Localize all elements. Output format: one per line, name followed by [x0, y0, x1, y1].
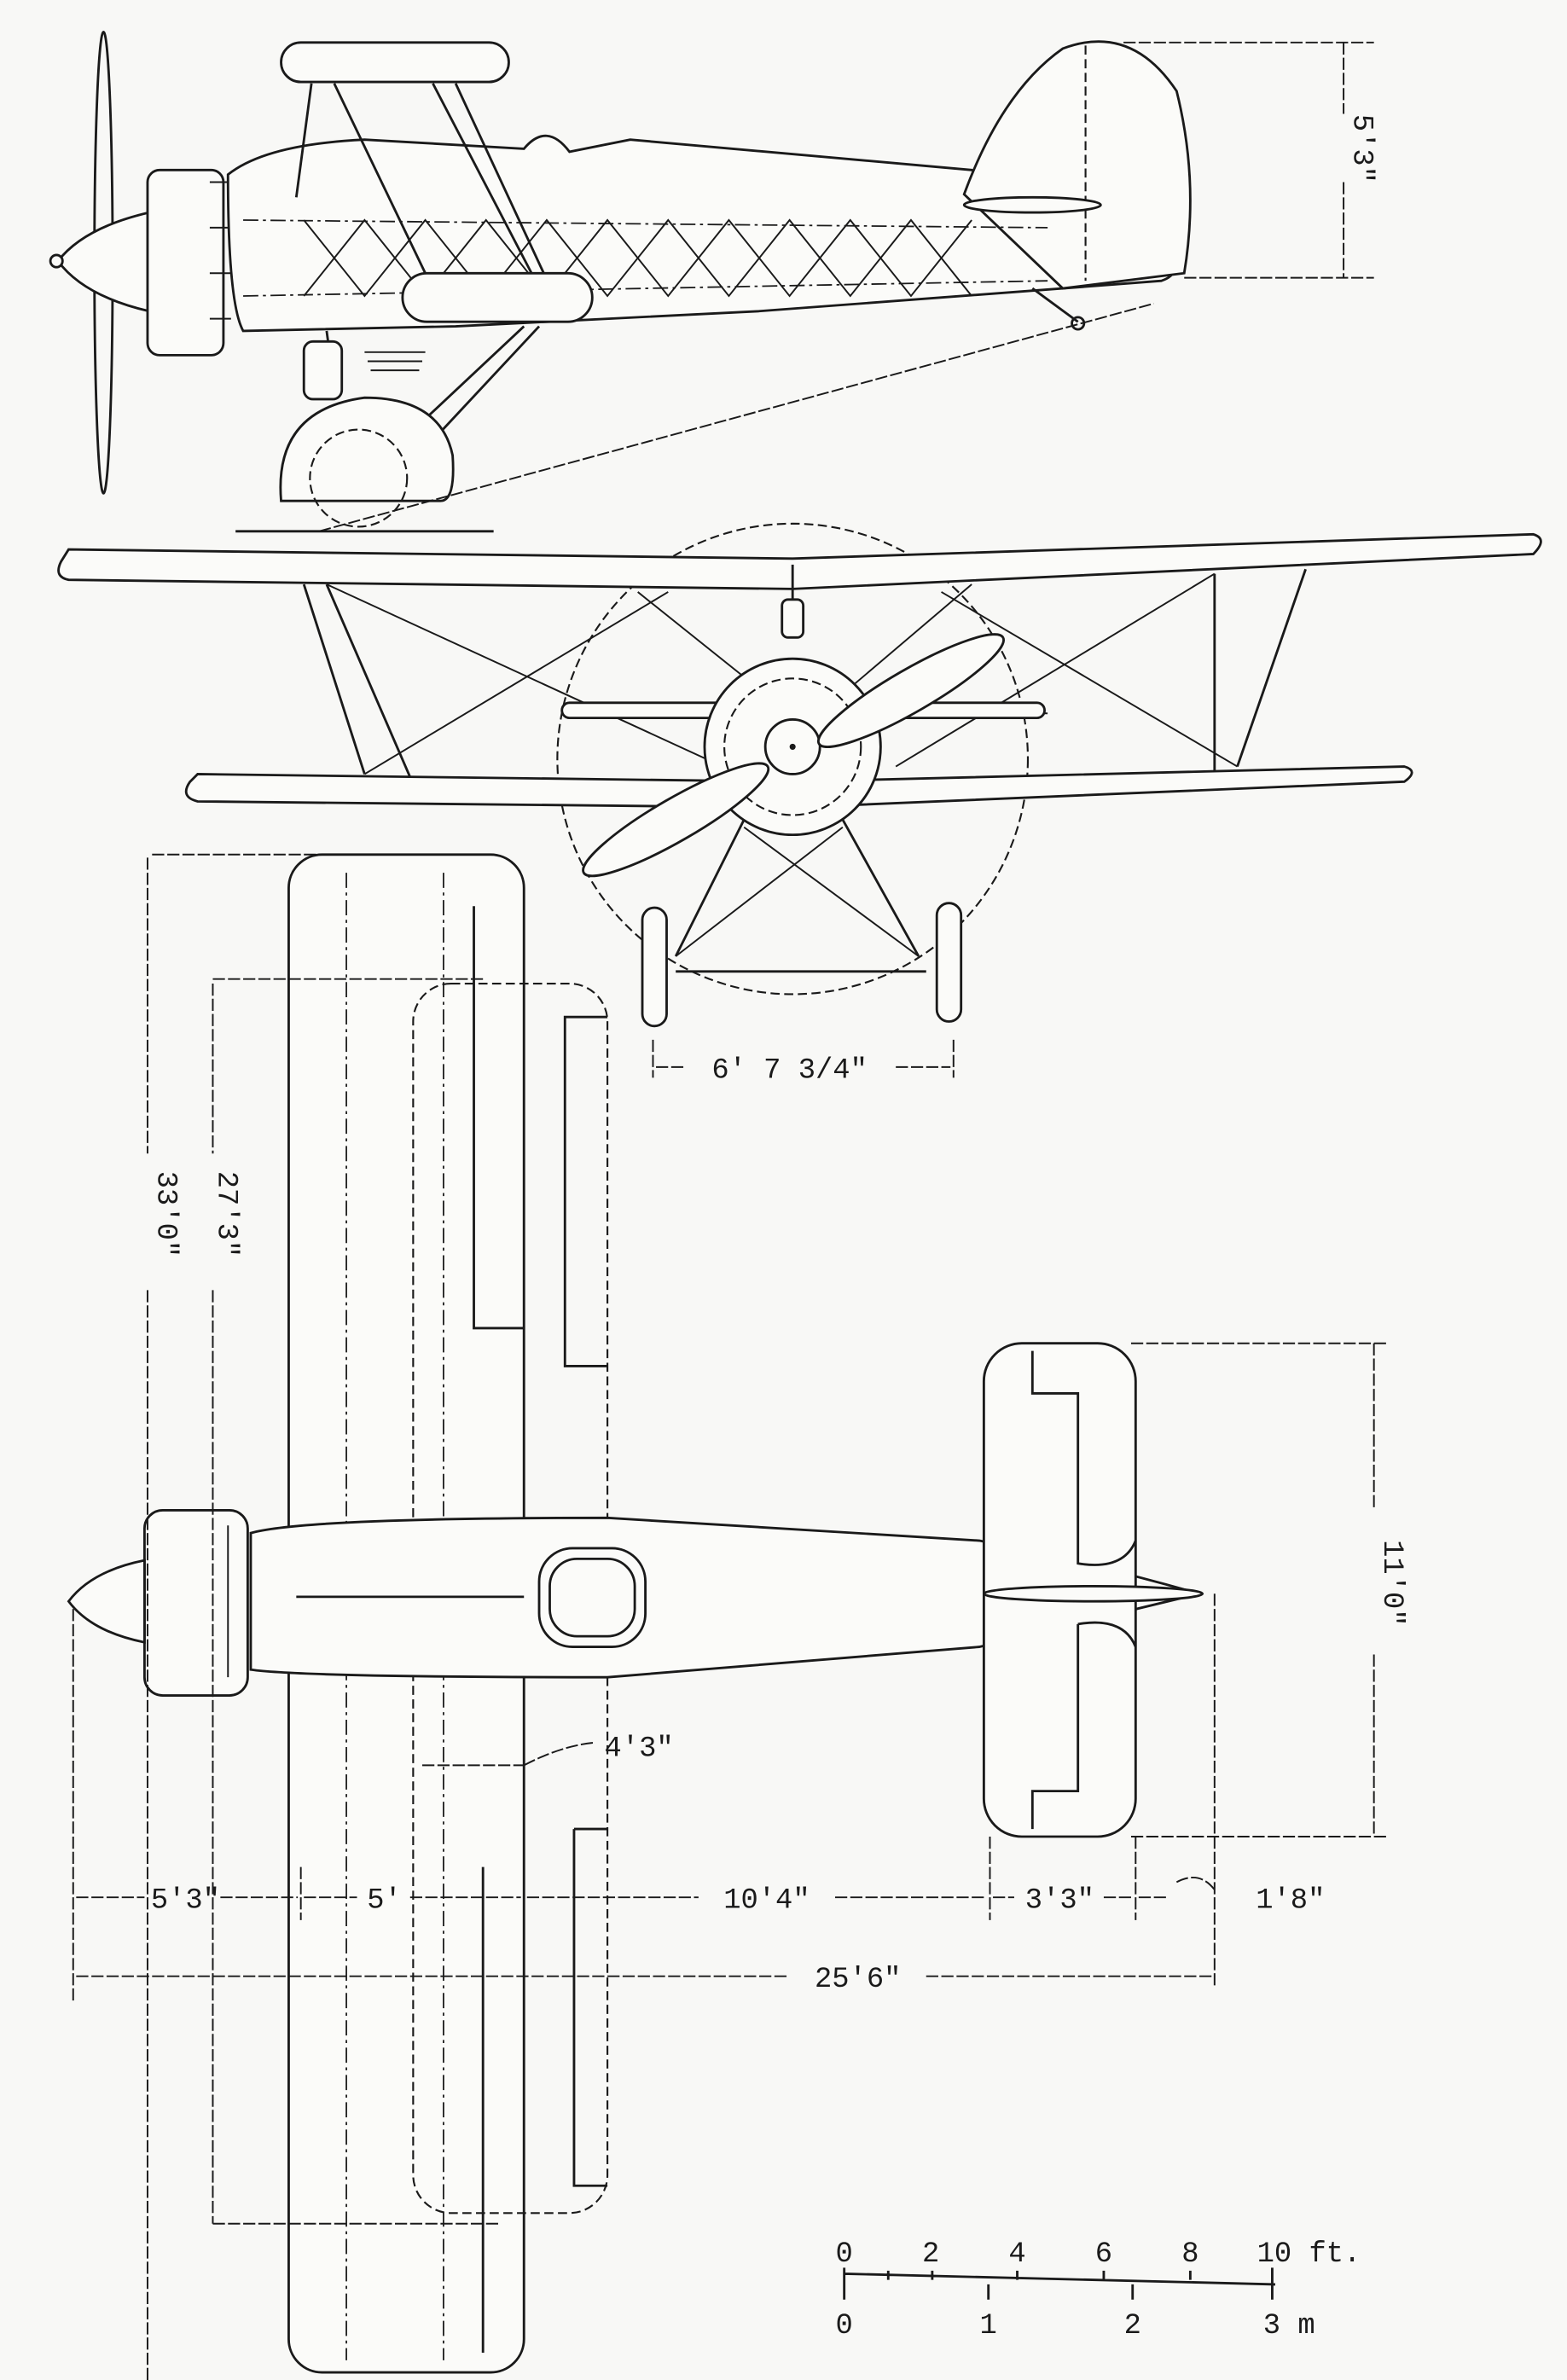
interplane-struts	[302, 568, 1307, 778]
height-dimension-label: 5'3"	[1345, 114, 1378, 183]
lower-span-label: 27'3"	[210, 1171, 242, 1257]
undercarriage-front	[674, 819, 926, 973]
right-wheel-front	[935, 902, 963, 1023]
upper-span-label: 33'0"	[148, 1171, 181, 1257]
fin-top	[982, 1584, 1204, 1603]
scale-ft-6: 6	[1095, 2238, 1112, 2271]
scale-ft-2: 2	[922, 2238, 939, 2271]
left-wheel-front	[641, 906, 668, 1028]
scale-m-0: 0	[836, 2310, 853, 2342]
cockpit-top	[537, 1547, 647, 1649]
scale-m-1: 1	[980, 2310, 997, 2342]
scale-ft-8: 8	[1181, 2238, 1198, 2271]
scale-m-3: 3 m	[1263, 2310, 1315, 2342]
spinner-top	[67, 1559, 146, 1644]
scale-ft-10: 10 ft.	[1257, 2238, 1361, 2271]
propeller-blade-lower	[582, 762, 770, 878]
bracing-wires-front	[326, 572, 1239, 775]
overall-length-label: 25'6"	[815, 1964, 901, 1996]
tailplane-span-label: 11'0"	[1375, 1540, 1407, 1626]
station-label-spinner: 5'3"	[151, 1885, 220, 1918]
upper-wing-side	[280, 41, 510, 84]
elevators	[1030, 1350, 1137, 1830]
tailplane-side	[962, 195, 1102, 214]
cabane-struts	[294, 83, 556, 297]
scale-ft-4: 4	[1008, 2238, 1025, 2271]
side-view: 5'3"	[49, 30, 1378, 533]
scale-ft-0: 0	[836, 2238, 853, 2271]
wheel-fairing-side	[279, 396, 455, 502]
propeller-blade-upper	[816, 633, 1005, 748]
track-dimension-label: 6' 7 3/4"	[711, 1054, 868, 1087]
upper-wing-front	[57, 532, 1542, 590]
tail-skid	[1031, 287, 1079, 323]
engine-top	[142, 1509, 249, 1697]
station-label-tail: 1'8"	[1256, 1885, 1325, 1918]
spinner-side	[56, 211, 151, 313]
propeller-disc	[556, 522, 1030, 996]
scale-m-2: 2	[1124, 2310, 1141, 2342]
lower-wing-side	[401, 271, 594, 323]
station-label-fuselage: 10'4"	[723, 1885, 810, 1918]
scale-bar: 0 2 4 6 8 10 ft. 0 1 2 3 m	[836, 2238, 1361, 2342]
station-label-tailplane: 3'3"	[1025, 1885, 1094, 1918]
engine-cowl-side	[146, 168, 225, 357]
stagger-label: 4'3"	[605, 1733, 674, 1766]
top-view: 33'0" 27'3" 11'0" 4'3" 5'3" 5' 10'4" 3'3…	[67, 853, 1407, 2380]
upper-aileron	[473, 906, 525, 1330]
front-view: 6' 7 3/4"	[57, 522, 1542, 1087]
station-label-wing: 5'	[367, 1885, 402, 1918]
